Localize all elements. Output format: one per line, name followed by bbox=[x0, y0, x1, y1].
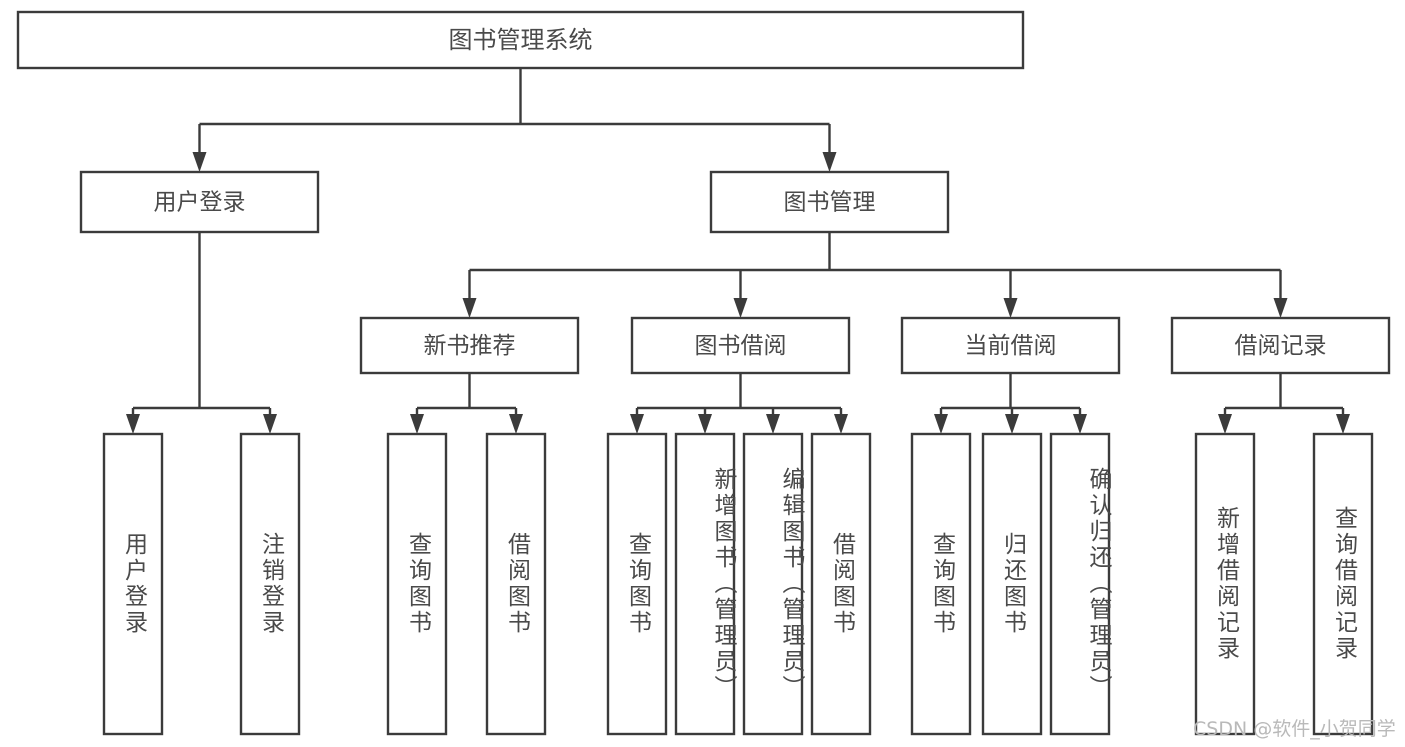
arrow-head-icon bbox=[1273, 298, 1288, 318]
arrow-head-icon bbox=[1073, 414, 1087, 434]
node-root[interactable] bbox=[16, 10, 1025, 70]
arrow-head-icon bbox=[509, 414, 523, 434]
leaf-leaf-query-record[interactable] bbox=[1312, 432, 1374, 736]
arrow-head-icon bbox=[630, 414, 644, 434]
leaf-leaf-edit-book[interactable] bbox=[742, 432, 804, 736]
arrow-head-icon bbox=[192, 152, 207, 172]
arrow-head-icon bbox=[934, 414, 948, 434]
node-level1-book-manage-label: 图书管理 bbox=[784, 190, 876, 216]
arrow-head-icon bbox=[766, 414, 780, 434]
arrow-head-icon bbox=[410, 414, 424, 434]
node-level2-new-book-recommend[interactable] bbox=[359, 316, 580, 375]
boxes-layer bbox=[16, 10, 1391, 736]
arrow-head-icon bbox=[698, 414, 712, 434]
leaf-leaf-user-login[interactable] bbox=[102, 432, 164, 736]
arrow-head-icon bbox=[733, 298, 748, 318]
leaf-leaf-borrow-book-2[interactable] bbox=[810, 432, 872, 736]
leaf-leaf-query-book-2[interactable] bbox=[606, 432, 668, 736]
leaf-leaf-user-logout[interactable] bbox=[239, 432, 301, 736]
arrow-head-icon bbox=[834, 414, 848, 434]
node-level2-borrow-records-label: 借阅记录 bbox=[1235, 333, 1327, 359]
node-level1-user-login[interactable] bbox=[79, 170, 320, 234]
leaf-leaf-query-book-1[interactable] bbox=[386, 432, 448, 736]
node-level2-current-borrow-label: 当前借阅 bbox=[965, 333, 1057, 359]
arrow-head-icon bbox=[462, 298, 477, 318]
node-level1-user-login-label: 用户登录 bbox=[154, 190, 246, 216]
node-level2-book-borrow-label: 图书借阅 bbox=[695, 333, 787, 359]
arrow-head-icon bbox=[126, 414, 140, 434]
arrow-head-icon bbox=[1005, 414, 1019, 434]
leaf-leaf-query-book-3[interactable] bbox=[910, 432, 972, 736]
arrow-head-icon bbox=[822, 152, 837, 172]
arrow-head-icon bbox=[1336, 414, 1350, 434]
node-root-label: 图书管理系统 bbox=[449, 26, 593, 54]
node-level2-book-borrow[interactable] bbox=[630, 316, 851, 375]
arrow-head-icon bbox=[1003, 298, 1018, 318]
leaf-leaf-confirm-return[interactable] bbox=[1049, 432, 1111, 736]
node-level1-book-manage[interactable] bbox=[709, 170, 950, 234]
leaf-leaf-borrow-book-1[interactable] bbox=[485, 432, 547, 736]
leaf-leaf-return-book[interactable] bbox=[981, 432, 1043, 736]
leaf-leaf-add-record[interactable] bbox=[1194, 432, 1256, 736]
connectors-layer bbox=[126, 68, 1350, 434]
arrow-head-icon bbox=[263, 414, 277, 434]
node-level2-new-book-recommend-label: 新书推荐 bbox=[424, 333, 516, 359]
leaf-leaf-add-book[interactable] bbox=[674, 432, 736, 736]
node-level2-current-borrow[interactable] bbox=[900, 316, 1121, 375]
arrow-head-icon bbox=[1218, 414, 1232, 434]
node-level2-borrow-records[interactable] bbox=[1170, 316, 1391, 375]
